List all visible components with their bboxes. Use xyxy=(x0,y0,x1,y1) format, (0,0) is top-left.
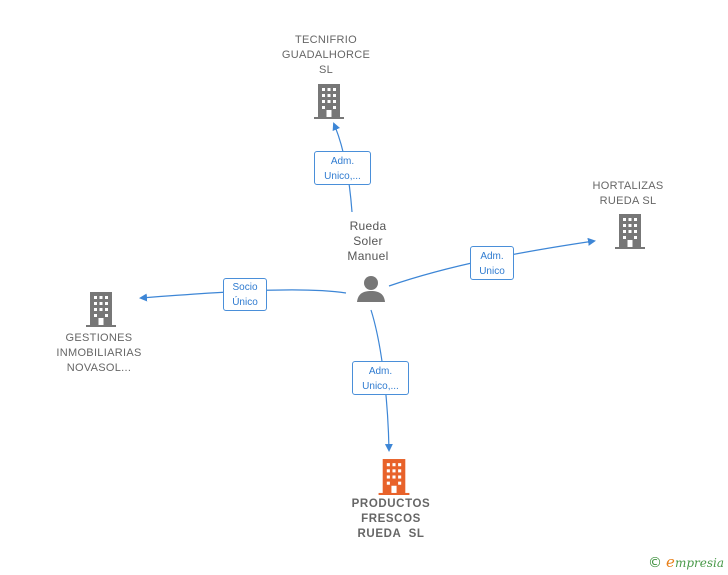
company-label-line: SL xyxy=(318,64,334,76)
company-label-line: HORTALIZAS xyxy=(592,180,664,192)
relation-line: Adm. xyxy=(480,251,504,262)
relation-line: Adm. xyxy=(368,366,393,377)
relation-line: Unico,... xyxy=(324,171,361,182)
person-name-line: Manuel xyxy=(347,249,389,263)
company-label-hortalizas[interactable]: HORTALIZAS RUEDA SL xyxy=(578,179,678,209)
company-label-line: RUEDA SL xyxy=(599,195,657,207)
relation-label-gestiones[interactable]: Socio Único xyxy=(223,278,267,311)
relation-label-tecnifrio[interactable]: Adm. Unico,... xyxy=(314,151,371,185)
company-label-line: FRESCOS xyxy=(361,513,421,525)
relation-line: Adm. xyxy=(330,156,355,167)
company-label-line: NOVASOL... xyxy=(66,362,132,374)
company-label-line: GUADALHORCE xyxy=(281,49,371,61)
building-icon-productos[interactable] xyxy=(378,458,410,495)
relation-label-productos[interactable]: Adm. Unico,... xyxy=(352,361,409,395)
brand-footer[interactable]: ©empresia xyxy=(648,553,724,571)
relation-line: Unico xyxy=(479,266,505,277)
company-label-line: TECNIFRIO xyxy=(295,34,357,46)
brand-initial: e xyxy=(666,553,675,571)
company-label-gestiones[interactable]: GESTIONES INMOBILIARIAS NOVASOL... xyxy=(44,331,154,376)
copyright-icon: © xyxy=(648,555,663,571)
brand-name: mpresia xyxy=(674,556,724,570)
company-label-line: GESTIONES xyxy=(65,332,133,344)
building-icon-hortalizas[interactable] xyxy=(615,213,645,249)
company-label-tecnifrio[interactable]: TECNIFRIO GUADALHORCE SL xyxy=(266,33,386,78)
company-label-line: RUEDA SL xyxy=(357,528,425,540)
company-label-line: INMOBILIARIAS xyxy=(56,347,142,359)
relation-line: Socio xyxy=(232,282,258,293)
company-label-line: PRODUCTOS xyxy=(351,498,431,510)
person-icon[interactable] xyxy=(356,274,386,304)
person-label[interactable]: Rueda Soler Manuel xyxy=(328,219,408,264)
company-label-productos[interactable]: PRODUCTOS FRESCOS RUEDA SL xyxy=(331,497,451,542)
building-icon-gestiones[interactable] xyxy=(86,291,116,327)
building-icon-tecnifrio[interactable] xyxy=(314,83,344,119)
relation-label-hortalizas[interactable]: Adm. Unico xyxy=(470,246,514,280)
person-name-line: Rueda xyxy=(349,219,387,233)
relation-line: Único xyxy=(232,297,258,308)
relation-line: Unico,... xyxy=(362,381,399,392)
person-name-line: Soler xyxy=(353,234,383,248)
